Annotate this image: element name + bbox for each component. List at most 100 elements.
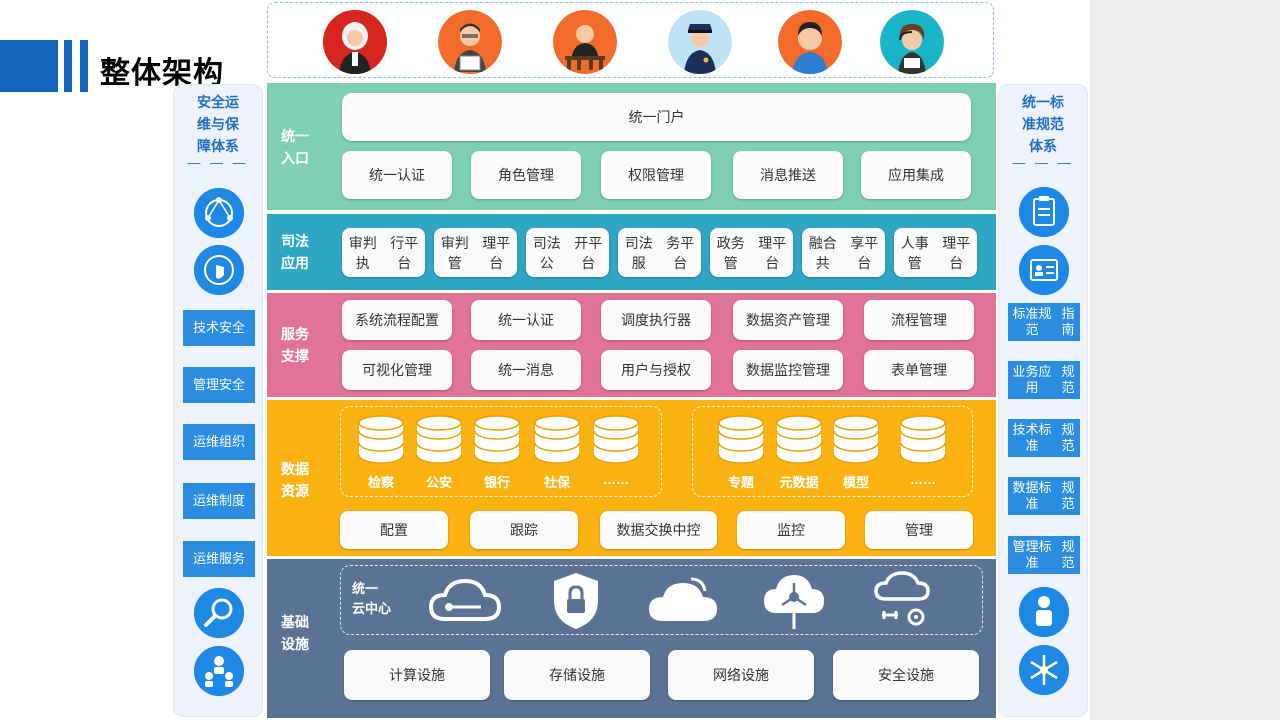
standards-item-line: 规范: [1061, 539, 1075, 570]
layer-label: 司法应用: [281, 230, 321, 274]
cloud-hub-icon: [762, 569, 826, 631]
title-accent-block: [0, 40, 58, 92]
standards-item-line: 标准规范: [1012, 306, 1052, 337]
security-item: 运维组织: [183, 424, 255, 460]
judicial-platform-line: 司法公: [532, 234, 561, 271]
judicial-platform-line: 审判执: [348, 234, 377, 271]
database-label: ……: [910, 472, 936, 487]
judicial-platform: 司法服务平台: [618, 228, 701, 277]
clipboard-icon: [1019, 187, 1069, 237]
database-icon: [357, 415, 405, 465]
judicial-platform: 政务管理平台: [710, 228, 793, 277]
database-icon: [533, 415, 581, 465]
judicial-platform-line: 司法服: [624, 234, 653, 271]
shield-lock-icon: [552, 571, 600, 631]
layer-judicial-apps: 司法应用 审判执行平台 审判管理平台 司法公开平台 司法服务平台 政务管理平台 …: [267, 214, 996, 290]
database-icon: [473, 415, 521, 465]
service-item: 系统流程配置: [342, 300, 452, 340]
judicial-platform-line: 融合共: [808, 234, 837, 271]
right-panel-standards: 统一标 准规范 体系 — — — 标准规范指南 业务应用规范 技术标准规范 数据…: [998, 84, 1088, 717]
standards-item-line: 业务应用: [1012, 364, 1052, 395]
title-accent-bar: [80, 40, 88, 92]
judicial-platform-line: 政务管: [716, 234, 745, 271]
left-panel-title-line: 障体系: [197, 138, 239, 154]
cloud-center-label-line: 统一: [352, 581, 379, 596]
database-icon: [832, 415, 880, 465]
data-topic-group: [692, 406, 973, 497]
layer-label-line: 设施: [281, 636, 309, 652]
layer-infrastructure: 基础设施 统一云中心 计算设施 存储设施 网络设施 安全设施: [267, 559, 996, 718]
security-item: 运维服务: [183, 541, 255, 577]
standards-item: 数据标准规范: [1008, 477, 1080, 515]
standards-item-line: 技术标准: [1012, 422, 1052, 453]
left-panel-divider: — — —: [187, 155, 249, 170]
police-icon: [668, 10, 732, 74]
service-item: 数据监控管理: [733, 350, 843, 390]
judicial-platform: 司法公开平台: [526, 228, 609, 277]
standards-item-line: 管理标准: [1012, 539, 1052, 570]
judicial-platform-line: 理平台: [942, 234, 971, 271]
judge-icon: [323, 10, 387, 74]
background-panel-right: [1090, 0, 1280, 720]
layer-label-line: 统一: [281, 128, 309, 144]
layer-service-support: 服务支撑 系统流程配置 统一认证 调度执行器 数据资产管理 流程管理 可视化管理…: [267, 293, 996, 397]
citizen-icon: [778, 10, 842, 74]
judicial-platform: 人事管理平台: [894, 228, 977, 277]
cloud-center-label-line: 云中心: [352, 601, 392, 616]
security-item: 管理安全: [183, 367, 255, 403]
title-accent-bar: [64, 40, 72, 92]
database-icon: [415, 415, 463, 465]
data-source-group: [340, 406, 662, 497]
entry-item: 统一认证: [342, 151, 452, 199]
standards-item-line: 指南: [1061, 306, 1075, 337]
cloud-center-group: [340, 565, 983, 635]
layer-label-line: 资源: [281, 483, 309, 499]
entry-item: 应用集成: [861, 151, 971, 199]
cloud-network-icon: [427, 573, 503, 629]
judicial-platform-line: 开平台: [574, 234, 603, 271]
judicial-platform: 审判管理平台: [434, 228, 517, 277]
judicial-platform-line: 理平台: [758, 234, 787, 271]
layer-label: 基础设施: [281, 611, 321, 655]
service-item: 用户与授权: [601, 350, 711, 390]
cloud-center-label: 统一云中心: [352, 579, 391, 619]
judicial-platform-line: 享平台: [850, 234, 879, 271]
database-icon: [775, 415, 823, 465]
data-tool-item: 配置: [340, 511, 448, 549]
cloud-settings-icon: [874, 571, 934, 631]
infra-item: 安全设施: [833, 650, 979, 700]
layer-unified-entry: 统一入口 统一门户 统一认证 角色管理 权限管理 消息推送 应用集成: [267, 83, 996, 210]
layer-label-line: 应用: [281, 255, 309, 271]
service-item: 流程管理: [864, 300, 974, 340]
layer-label-line: 服务: [281, 326, 309, 342]
entry-item: 权限管理: [601, 151, 711, 199]
layer-label: 数据资源: [281, 458, 321, 502]
judicial-platform-line: 理平台: [482, 234, 511, 271]
database-icon: [717, 415, 765, 465]
database-label: ……: [603, 472, 629, 487]
layer-label: 统一入口: [281, 125, 321, 169]
left-panel-title-line: 维与保: [197, 116, 239, 132]
layer-label-line: 司法: [281, 233, 309, 249]
service-item: 统一认证: [471, 300, 581, 340]
judicial-platform-line: 人事管: [900, 234, 929, 271]
entry-item: 消息推送: [733, 151, 843, 199]
standards-item-line: 规范: [1061, 422, 1075, 453]
court-icon: [553, 10, 617, 74]
infra-item: 存储设施: [504, 650, 650, 700]
security-item: 技术安全: [183, 310, 255, 346]
right-panel-title-line: 统一标: [1022, 94, 1064, 110]
layer-label-line: 支撑: [281, 348, 309, 364]
database-label: 专题: [727, 475, 754, 490]
network-globe-icon: [194, 188, 244, 238]
standards-item: 技术标准规范: [1008, 419, 1080, 457]
user-roles-row: [267, 2, 994, 78]
right-panel-title-line: 体系: [1029, 138, 1057, 154]
service-agent-icon: [880, 10, 944, 74]
team-people-icon: [194, 646, 244, 696]
data-tool-item: 监控: [737, 511, 845, 549]
database-label: 公安: [425, 475, 452, 490]
layer-data-resources: 数据资源 检察 公安 银行 社保 …… 专题 元数据 模型 …… 配置 跟踪 数…: [267, 400, 996, 556]
left-panel-security-ops: 安全运 维与保 障体系 — — — 技术安全 管理安全 运维组织 运维制度 运维…: [173, 84, 263, 717]
layer-label: 服务支撑: [281, 323, 321, 367]
